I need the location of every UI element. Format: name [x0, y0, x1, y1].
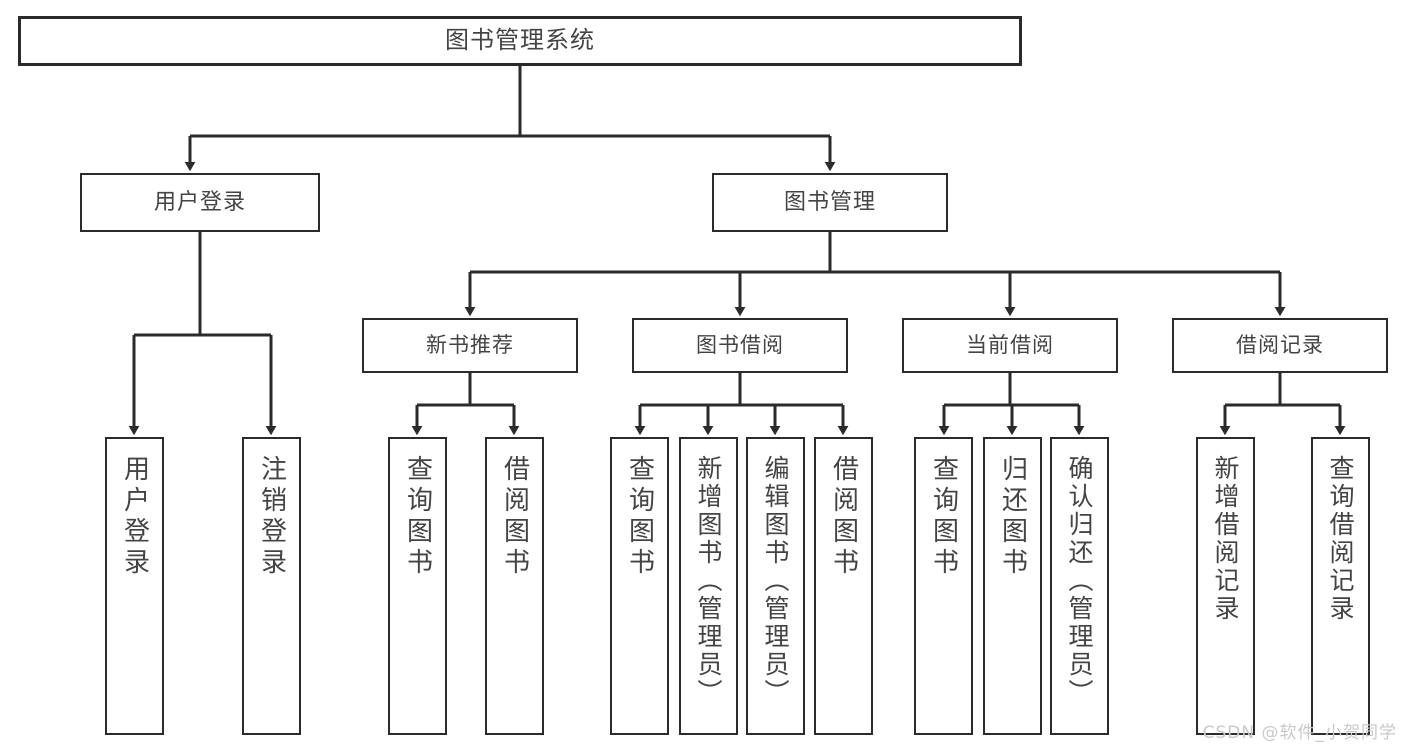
leaf-book-borrow-edit-book-admin[interactable]: 编辑图书（管理员）: [746, 437, 805, 735]
node-label: 查询图书: [624, 455, 655, 579]
node-new-book-recommend[interactable]: 新书推荐: [362, 318, 578, 373]
node-current-borrow[interactable]: 当前借阅: [902, 318, 1118, 373]
node-label: 图书管理系统: [445, 26, 595, 55]
node-label: 借阅图书: [828, 455, 859, 579]
node-label: 图书借阅: [696, 333, 784, 358]
node-label: 新增借阅记录: [1211, 455, 1240, 623]
leaf-borrow-record-query-record[interactable]: 查询借阅记录: [1311, 437, 1370, 735]
leaf-new-book-query-books[interactable]: 查询图书: [388, 437, 447, 735]
node-label: 用户登录: [153, 189, 246, 215]
node-label: 借阅记录: [1236, 333, 1324, 358]
node-user-login[interactable]: 用户登录: [80, 173, 320, 232]
node-label: 查询图书: [928, 455, 959, 579]
leaf-borrow-record-add-record[interactable]: 新增借阅记录: [1196, 437, 1255, 735]
node-label: 新增图书（管理员）: [694, 455, 723, 707]
node-book-management[interactable]: 图书管理: [712, 173, 948, 232]
node-label: 新书推荐: [426, 333, 514, 358]
node-borrow-record[interactable]: 借阅记录: [1172, 318, 1388, 373]
node-label: 用户登录: [119, 455, 150, 579]
leaf-current-borrow-confirm-return-admin[interactable]: 确认归还（管理员）: [1050, 437, 1109, 735]
node-label: 当前借阅: [966, 333, 1054, 358]
node-label: 图书管理: [783, 189, 876, 215]
node-label: 查询图书: [402, 455, 433, 579]
leaf-user-login-logout[interactable]: 注销登录: [242, 437, 301, 735]
node-label: 查询借阅记录: [1326, 455, 1355, 623]
node-root-book-management-system[interactable]: 图书管理系统: [18, 16, 1022, 66]
node-label: 确认归还（管理员）: [1065, 455, 1094, 707]
leaf-current-borrow-query-books[interactable]: 查询图书: [914, 437, 973, 735]
leaf-user-login-login[interactable]: 用户登录: [105, 437, 164, 735]
csdn-watermark: CSDN @软件_小贺同学: [1202, 723, 1397, 743]
leaf-current-borrow-return-books[interactable]: 归还图书: [983, 437, 1042, 735]
leaf-book-borrow-query-books[interactable]: 查询图书: [610, 437, 669, 735]
node-label: 归还图书: [997, 455, 1028, 579]
leaf-new-book-borrow-books[interactable]: 借阅图书: [485, 437, 544, 735]
node-label: 借阅图书: [499, 455, 530, 579]
node-book-borrow[interactable]: 图书借阅: [632, 318, 848, 373]
leaf-book-borrow-add-book-admin[interactable]: 新增图书（管理员）: [679, 437, 738, 735]
node-label: 注销登录: [256, 455, 287, 579]
leaf-book-borrow-borrow-books[interactable]: 借阅图书: [814, 437, 873, 735]
node-label: 编辑图书（管理员）: [761, 455, 790, 707]
